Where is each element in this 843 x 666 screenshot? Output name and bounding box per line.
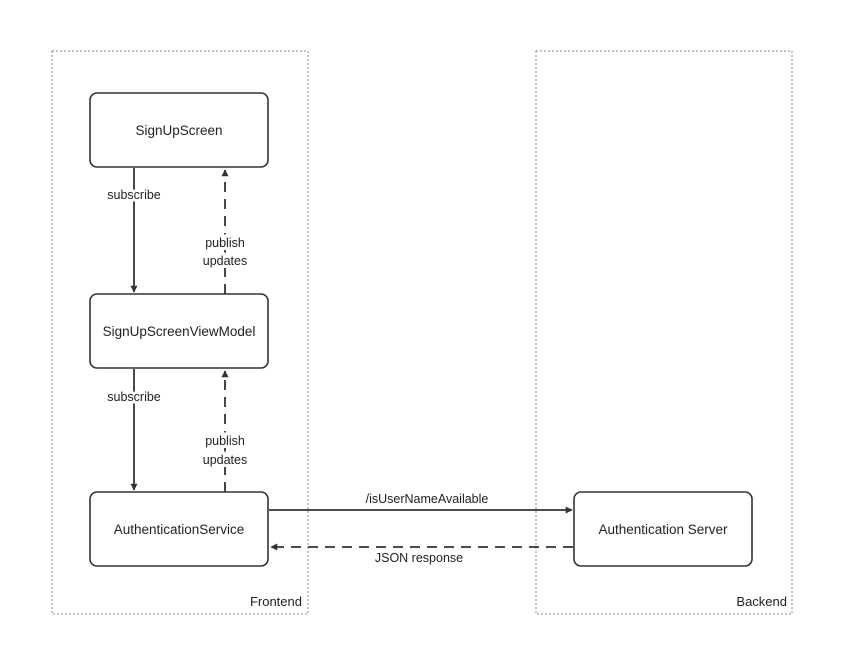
node-signup-viewmodel: SignUpScreenViewModel [89, 293, 269, 369]
node-auth-server: Authentication Server [573, 491, 753, 567]
frontend-region: Frontend [51, 50, 309, 615]
node-signup-screen-label: SignUpScreen [135, 123, 222, 138]
edge-screen-publish: publish updates [200, 169, 250, 294]
edge-viewmodel-publish-label-line2: updates [203, 453, 247, 467]
edge-screen-publish-label-line1: publish [205, 236, 245, 250]
edge-screen-subscribe-label: subscribe [107, 188, 161, 202]
node-auth-server-label: Authentication Server [598, 522, 728, 537]
edge-viewmodel-publish: publish updates [200, 370, 250, 492]
edge-viewmodel-publish-label-line1: publish [205, 434, 245, 448]
edge-request: /isUserNameAvailable [269, 492, 573, 514]
node-auth-service: AuthenticationService [89, 491, 269, 567]
edge-viewmodel-subscribe-label: subscribe [107, 390, 161, 404]
backend-region: Backend [535, 50, 793, 615]
node-signup-screen: SignUpScreen [89, 92, 269, 168]
node-auth-service-label: AuthenticationService [114, 522, 245, 537]
edge-request-label: /isUserNameAvailable [366, 492, 489, 506]
frontend-region-label: Frontend [250, 594, 302, 609]
edge-response-label: JSON response [375, 551, 463, 565]
edge-response: JSON response [270, 543, 573, 565]
node-signup-viewmodel-label: SignUpScreenViewModel [103, 324, 256, 339]
edge-screen-publish-label-line2: updates [203, 254, 247, 268]
edge-screen-subscribe: subscribe [104, 168, 164, 293]
backend-region-label: Backend [736, 594, 787, 609]
edge-viewmodel-subscribe: subscribe [104, 369, 164, 491]
